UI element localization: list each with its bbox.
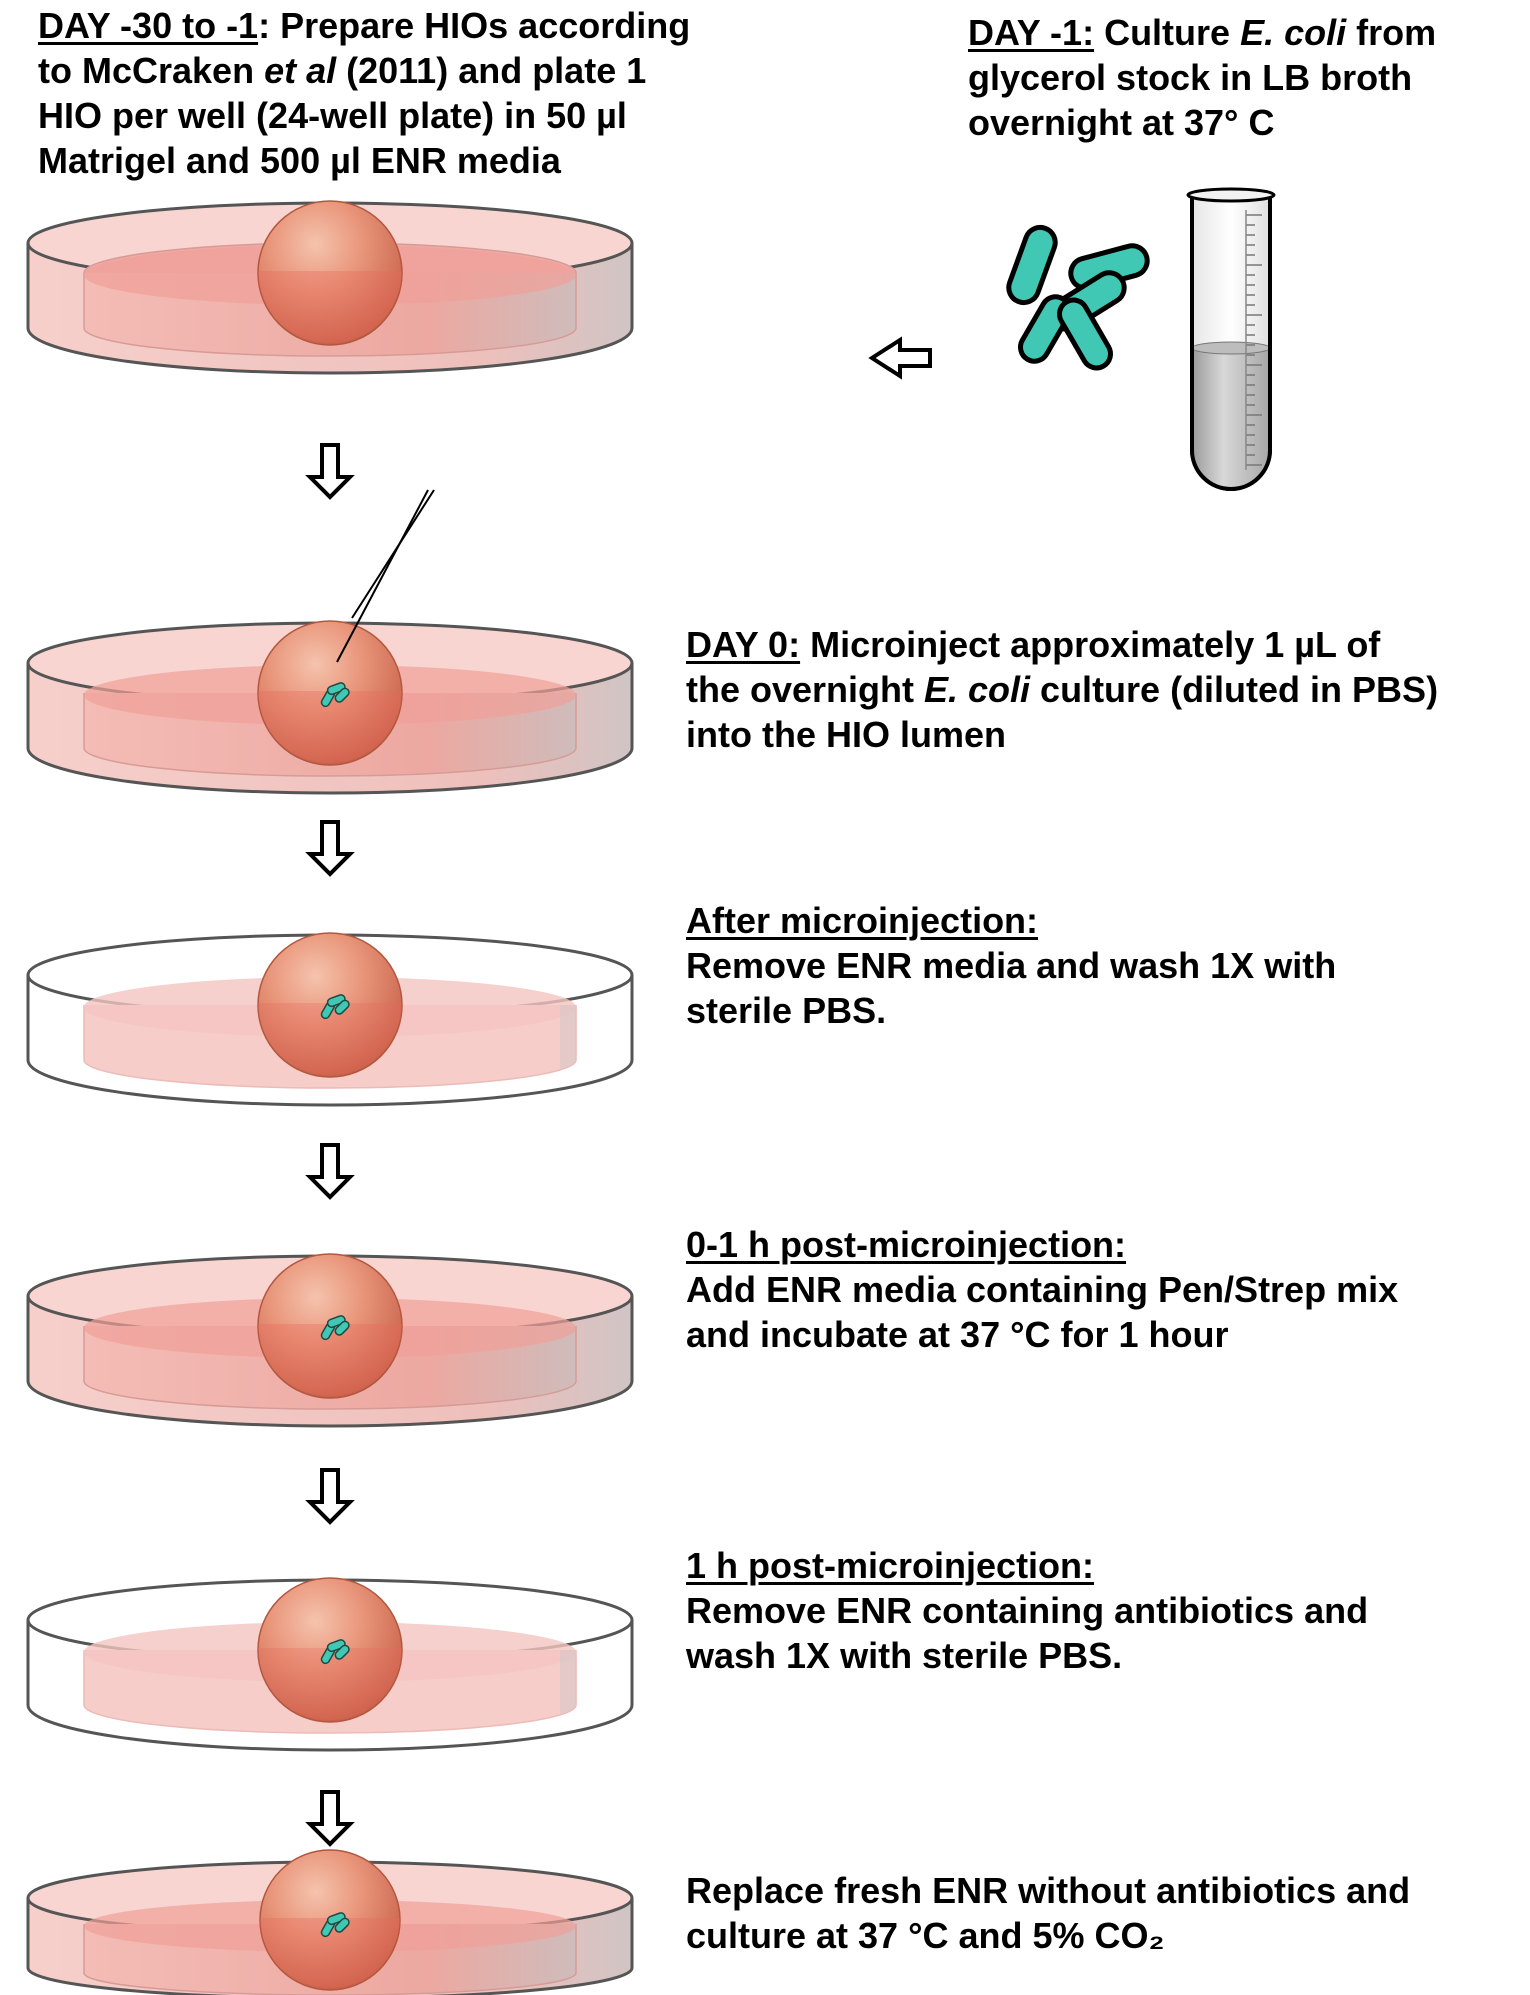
text-line: to McCraken et al (2011) and plate 1 [38, 48, 690, 93]
text-line: sterile PBS. [686, 988, 1336, 1033]
organoid-icon [257, 200, 403, 346]
down-arrow-icon [308, 1790, 352, 1846]
text-line: overnight at 37° C [968, 100, 1436, 145]
italic-term: et al [264, 50, 337, 91]
step-heading: DAY 0: [686, 624, 801, 665]
text-line: culture at 37 °C and 5% CO₂ [686, 1913, 1410, 1958]
text-line: DAY -1: Culture E. coli from [968, 10, 1436, 55]
needle-icon [336, 489, 435, 663]
italic-term: E. coli [1240, 12, 1347, 53]
step-heading: 1 h post-microinjection: [686, 1545, 1095, 1586]
down-arrow-icon [308, 443, 352, 499]
petri-dish-icon [26, 620, 634, 795]
text-segment: wash 1X with sterile PBS. [686, 1635, 1123, 1676]
text-line: wash 1X with sterile PBS. [686, 1633, 1368, 1678]
down-arrow-icon [308, 1468, 352, 1524]
text-segment: Matrigel and 500 µl ENR media [38, 140, 561, 181]
text-segment: Culture [1094, 12, 1241, 53]
text-segment: Replace fresh ENR without antibiotics an… [686, 1870, 1411, 1911]
text-segment: culture at 37 °C and 5% CO₂ [686, 1915, 1165, 1956]
text-line: Add ENR media containing Pen/Strep mix [686, 1267, 1398, 1312]
text-segment: (2011) and plate 1 [336, 50, 647, 91]
text-segment: sterile PBS. [686, 990, 887, 1031]
text-line: DAY -30 to -1: Prepare HIOs according [38, 3, 690, 48]
text-segment: culture (diluted in PBS) [1030, 669, 1439, 710]
text-segment: the overnight [686, 669, 925, 710]
text-segment: Add ENR media containing Pen/Strep mix [686, 1269, 1399, 1310]
step-1h-text: 1 h post-microinjection:Remove ENR conta… [686, 1543, 1368, 1678]
text-segment: : Prepare HIOs according [258, 5, 691, 46]
down-arrow-icon [308, 820, 352, 876]
step-heading: DAY -30 to -1 [38, 5, 259, 46]
text-line: Matrigel and 500 µl ENR media [38, 138, 690, 183]
text-segment: glycerol stock in LB broth [968, 57, 1413, 98]
step-0-1h-text: 0-1 h post-microinjection:Add ENR media … [686, 1222, 1398, 1357]
text-line: Replace fresh ENR without antibiotics an… [686, 1868, 1410, 1913]
down-arrow-icon [308, 1143, 352, 1199]
text-line: and incubate at 37 °C for 1 hour [686, 1312, 1398, 1357]
petri-dish-icon [26, 1253, 634, 1428]
bacteria-icon [1006, 224, 1150, 371]
step-after-microinjection-text: After microinjection:Remove ENR media an… [686, 898, 1336, 1033]
text-line: 0-1 h post-microinjection: [686, 1222, 1398, 1267]
text-line: Remove ENR containing antibiotics and [686, 1588, 1368, 1633]
step-heading: DAY -1: [968, 12, 1095, 53]
text-segment: and incubate at 37 °C for 1 hour [686, 1314, 1229, 1355]
text-line: the overnight E. coli culture (diluted i… [686, 667, 1438, 712]
step-heading: 0-1 h post-microinjection: [686, 1224, 1127, 1265]
left-arrow-icon [868, 336, 932, 380]
text-segment: Remove ENR media and wash 1X with [686, 945, 1337, 986]
italic-term: E. coli [924, 669, 1031, 710]
petri-dish-icon [26, 932, 634, 1107]
petri-dish-icon [26, 1577, 634, 1752]
text-line: Remove ENR media and wash 1X with [686, 943, 1336, 988]
petri-dish-icon [26, 200, 634, 375]
step-heading: After microinjection: [686, 900, 1039, 941]
text-segment: Remove ENR containing antibiotics and [686, 1590, 1369, 1631]
step-day0-text: DAY 0: Microinject approximately 1 µL of… [686, 622, 1438, 757]
text-segment: HIO per well (24-well plate) in 50 µl [38, 95, 627, 136]
petri-dish-icon [26, 1849, 634, 1995]
text-segment: Microinject approximately 1 µL of [800, 624, 1381, 665]
text-segment: from [1346, 12, 1437, 53]
text-segment: to McCraken [38, 50, 265, 91]
step-replace-text: Replace fresh ENR without antibiotics an… [686, 1868, 1410, 1958]
text-line: 1 h post-microinjection: [686, 1543, 1368, 1588]
text-line: into the HIO lumen [686, 712, 1438, 757]
text-segment: overnight at 37° C [968, 102, 1275, 143]
text-line: DAY 0: Microinject approximately 1 µL of [686, 622, 1438, 667]
text-segment: into the HIO lumen [686, 714, 1006, 755]
text-line: glycerol stock in LB broth [968, 55, 1436, 100]
test-tube-icon [1186, 187, 1276, 491]
text-line: After microinjection: [686, 898, 1336, 943]
text-line: HIO per well (24-well plate) in 50 µl [38, 93, 690, 138]
